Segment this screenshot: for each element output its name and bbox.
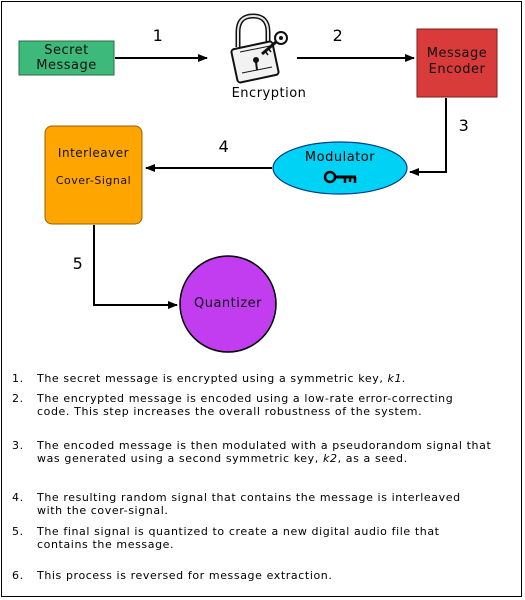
key-icon bbox=[323, 170, 357, 184]
edge-label-5: 5 bbox=[72, 254, 84, 273]
step-text: The encrypted message is encoded using a… bbox=[37, 392, 454, 418]
step-text: The encoded message is then modulated wi… bbox=[37, 439, 505, 465]
step-number: 6. bbox=[12, 569, 24, 582]
secret-message-label: Secret Message bbox=[19, 43, 114, 73]
edge-label-2: 2 bbox=[332, 26, 344, 45]
secret-message-label-line1: Secret bbox=[44, 43, 89, 58]
step-text: The final signal is quantized to create … bbox=[37, 525, 440, 551]
step-number: 3. bbox=[12, 439, 24, 452]
message-encoder-label-line2: Encoder bbox=[428, 62, 486, 77]
modulator-ellipse bbox=[272, 141, 408, 195]
secret-message-box bbox=[18, 40, 115, 76]
step-number: 2. bbox=[12, 392, 24, 405]
arrow-5 bbox=[93, 225, 178, 309]
quantizer-circle bbox=[179, 255, 277, 353]
interleaver-label-line2: Cover-Signal bbox=[55, 174, 132, 187]
edge-label-4: 4 bbox=[218, 137, 230, 156]
interleaver-label-line1: Interleaver bbox=[57, 146, 130, 160]
step-number: 1. bbox=[12, 372, 24, 385]
step-text-main: The secret message is encrypted using a … bbox=[37, 372, 388, 385]
message-encoder-label: Message Encoder bbox=[417, 46, 497, 78]
edge-label-1: 1 bbox=[152, 26, 164, 45]
message-encoder-box bbox=[416, 28, 498, 98]
quantizer-label: Quantizer bbox=[193, 296, 263, 311]
step-text-suffix: , as a seed. bbox=[337, 452, 408, 465]
step-text: The secret message is encrypted using a … bbox=[37, 372, 507, 385]
modulator-label: Modulator bbox=[304, 150, 376, 165]
step-number: 5. bbox=[12, 525, 24, 538]
encryption-label: Encryption bbox=[231, 86, 307, 101]
step-text: The resulting random signal that contain… bbox=[37, 491, 461, 517]
diagram-canvas bbox=[18, 13, 498, 353]
interleaver-label: Interleaver Cover-Signal bbox=[45, 146, 142, 188]
secret-message-label-line2: Message bbox=[36, 58, 97, 73]
interleaver-box bbox=[44, 125, 143, 225]
message-encoder-label-line1: Message bbox=[426, 46, 488, 61]
padlock-with-key-icon bbox=[230, 13, 288, 84]
step-text-main: The encoded message is then modulated wi… bbox=[37, 439, 492, 465]
arrow-3 bbox=[409, 98, 447, 176]
step-number: 4. bbox=[12, 491, 24, 504]
edge-label-3: 3 bbox=[458, 116, 470, 135]
step-text-italic: k2 bbox=[322, 452, 338, 465]
step-text-italic: k1. bbox=[387, 372, 407, 385]
step-text: This process is reversed for message ext… bbox=[37, 569, 333, 582]
